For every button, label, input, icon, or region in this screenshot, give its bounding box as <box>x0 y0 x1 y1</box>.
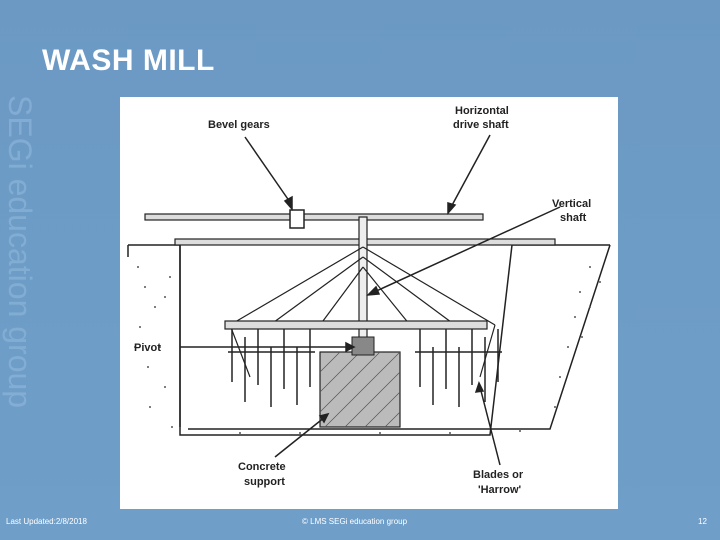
slide-title: WASH MILL <box>42 44 215 77</box>
label-vertical-1: Vertical <box>552 198 591 210</box>
wash-mill-diagram: Bevel gears Horizontal drive shaft Verti… <box>120 97 618 509</box>
rotating-arm <box>224 320 488 330</box>
bevel-gear <box>289 209 305 229</box>
label-blades-2: 'Harrow' <box>478 484 522 496</box>
label-blades-1: Blades or <box>473 469 524 481</box>
label-horizontal-2: drive shaft <box>453 119 509 131</box>
concrete-hatch <box>319 351 401 428</box>
support-stays <box>229 246 496 378</box>
label-vertical-2: shaft <box>560 212 587 224</box>
label-bevel-gears: Bevel gears <box>208 119 270 131</box>
footer-page-number: 12 <box>698 517 707 526</box>
pivot <box>351 336 375 356</box>
label-concrete-1: Concrete <box>238 461 286 473</box>
harrow-blades <box>228 329 502 407</box>
footer-last-updated: Last Updated:2/8/2018 <box>6 517 87 526</box>
footer-copyright: © LMS SEGi education group <box>302 517 408 526</box>
horizontal-drive-shaft <box>144 213 484 221</box>
concrete-support <box>319 351 401 428</box>
label-horizontal-1: Horizontal <box>455 105 509 117</box>
vertical-shaft <box>358 216 368 358</box>
label-pivot: Pivot <box>134 342 161 354</box>
diagram-svg: Bevel gears Horizontal drive shaft Verti… <box>127 105 611 496</box>
soil-texture <box>134 266 601 434</box>
watermark-text: SEGi education group <box>2 95 38 409</box>
label-concrete-2: support <box>244 476 285 488</box>
watermark: SEGi education group <box>0 95 38 445</box>
pointer-arrows <box>180 134 561 466</box>
